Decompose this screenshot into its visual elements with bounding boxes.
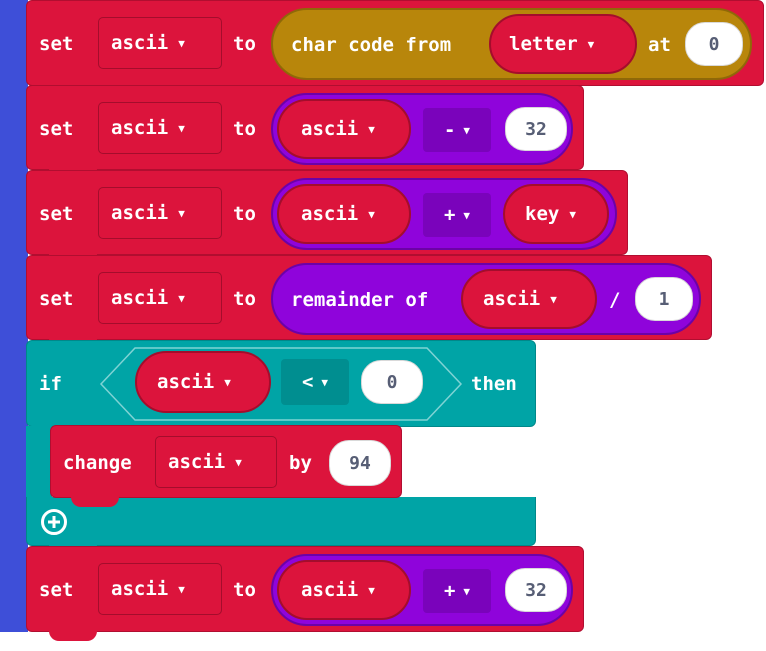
if-then-block[interactable]: if ascii▼ <▼ 0 then	[26, 340, 536, 427]
variable-dropdown[interactable]: ascii ▼	[155, 436, 277, 488]
change-label: change	[63, 452, 132, 474]
set-label: set	[39, 33, 74, 55]
chevron-down-icon: ▼	[235, 455, 242, 469]
set-label: set	[39, 579, 74, 601]
workspace-gutter	[0, 0, 28, 632]
char-code-from-reporter[interactable]: char code from letter ▼ at 0	[271, 8, 752, 80]
variable-name: ascii	[111, 117, 169, 139]
set-ascii-block-3[interactable]: set ascii▼ to ascii▼ +▼ key▼	[26, 170, 628, 264]
then-label: then	[471, 373, 517, 395]
set-ascii-block-2[interactable]: set ascii▼ to ascii▼ -▼ 32	[26, 85, 584, 179]
variable-name: ascii	[111, 287, 169, 309]
chevron-down-icon: ▼	[463, 584, 471, 598]
operator-dropdown[interactable]: +▼	[423, 569, 491, 613]
variable-name: ascii	[111, 32, 169, 54]
at-label: at	[648, 34, 671, 56]
if-block-left-arm	[26, 426, 52, 498]
variable-name: ascii	[111, 578, 169, 600]
arithmetic-reporter[interactable]: ascii▼ +▼ 32	[271, 554, 573, 626]
to-label: to	[233, 118, 256, 140]
chevron-down-icon: ▼	[569, 207, 576, 221]
ascii-variable-reporter[interactable]: ascii ▼	[461, 269, 597, 329]
chevron-down-icon: ▼	[368, 122, 375, 136]
set-ascii-block-1[interactable]: set ascii ▼ to char code from letter ▼ at …	[26, 0, 764, 95]
to-label: to	[233, 579, 256, 601]
chevron-down-icon: ▼	[368, 207, 375, 221]
index-number-input[interactable]: 0	[685, 22, 743, 66]
comparison-operator-symbol: <	[301, 371, 314, 393]
set-label: set	[39, 203, 74, 225]
variable-dropdown[interactable]: ascii ▼	[98, 187, 222, 239]
arithmetic-reporter[interactable]: ascii▼ +▼ key▼	[271, 178, 617, 250]
by-label: by	[289, 452, 312, 474]
ascii-variable-name: ascii	[157, 371, 215, 393]
ascii-variable-name: ascii	[301, 203, 359, 225]
variable-name: ascii	[168, 451, 226, 473]
variable-dropdown[interactable]: ascii ▼	[98, 563, 222, 615]
key-variable-reporter[interactable]: key ▼	[503, 184, 609, 244]
variable-name: ascii	[111, 202, 169, 224]
variable-dropdown[interactable]: ascii ▼	[98, 17, 222, 69]
set-ascii-block-4[interactable]: set ascii ▼ to remainder of ascii ▼ / 1	[26, 255, 712, 349]
chevron-down-icon: ▼	[178, 291, 185, 305]
chevron-down-icon: ▼	[550, 292, 557, 306]
char-code-from-label: char code from	[291, 34, 452, 56]
chevron-down-icon: ▼	[321, 375, 329, 389]
to-label: to	[233, 203, 256, 225]
remainder-of-label: remainder of	[291, 289, 429, 311]
variable-dropdown[interactable]: ascii ▼	[98, 102, 222, 154]
change-amount-input[interactable]: 94	[329, 440, 391, 486]
chevron-down-icon: ▼	[178, 206, 185, 220]
variable-dropdown[interactable]: ascii ▼	[98, 272, 222, 324]
change-ascii-block[interactable]: change ascii ▼ by 94	[50, 425, 402, 507]
operator-symbol: -	[443, 119, 456, 141]
operator-symbol: +	[443, 204, 456, 226]
to-label: to	[233, 33, 256, 55]
chevron-down-icon: ▼	[178, 36, 185, 50]
ascii-variable-reporter[interactable]: ascii ▼	[277, 184, 411, 244]
if-label: if	[39, 373, 62, 395]
chevron-down-icon: ▼	[178, 582, 185, 596]
chevron-down-icon: ▼	[178, 121, 185, 135]
divisor-number-input[interactable]: 1	[635, 277, 693, 321]
plus-circle-icon[interactable]	[41, 509, 67, 535]
operator-symbol: +	[443, 580, 456, 602]
remainder-reporter[interactable]: remainder of ascii ▼ / 1	[271, 263, 701, 335]
ascii-variable-reporter[interactable]: ascii ▼	[277, 560, 411, 620]
chevron-down-icon: ▼	[224, 375, 231, 389]
letter-variable-name: letter	[509, 33, 578, 55]
operator-dropdown[interactable]: +▼	[423, 193, 491, 237]
number-input[interactable]: 32	[505, 568, 567, 612]
chevron-down-icon: ▼	[463, 208, 471, 222]
operator-dropdown[interactable]: -▼	[423, 108, 491, 152]
chevron-down-icon: ▼	[587, 37, 595, 51]
letter-variable-reporter[interactable]: letter ▼	[489, 14, 637, 74]
block-notch	[71, 497, 119, 507]
ascii-variable-name: ascii	[301, 118, 359, 140]
chevron-down-icon: ▼	[368, 583, 375, 597]
block-notch	[49, 631, 97, 641]
set-label: set	[39, 118, 74, 140]
arithmetic-reporter[interactable]: ascii▼ -▼ 32	[271, 93, 573, 165]
ascii-variable-name: ascii	[301, 579, 359, 601]
comparison-operator-dropdown[interactable]: <▼	[281, 359, 349, 405]
set-ascii-block-6[interactable]: set ascii▼ to ascii▼ +▼ 32	[26, 546, 584, 641]
ascii-variable-reporter[interactable]: ascii ▼	[135, 351, 271, 413]
ascii-variable-reporter[interactable]: ascii ▼	[277, 99, 411, 159]
ascii-variable-name: ascii	[483, 288, 541, 310]
divide-operator: /	[609, 289, 621, 311]
key-variable-name: key	[525, 203, 560, 225]
comparison-number-input[interactable]: 0	[361, 360, 423, 404]
chevron-down-icon: ▼	[463, 123, 471, 137]
to-label: to	[233, 288, 256, 310]
set-label: set	[39, 288, 74, 310]
number-input[interactable]: 32	[505, 107, 567, 151]
